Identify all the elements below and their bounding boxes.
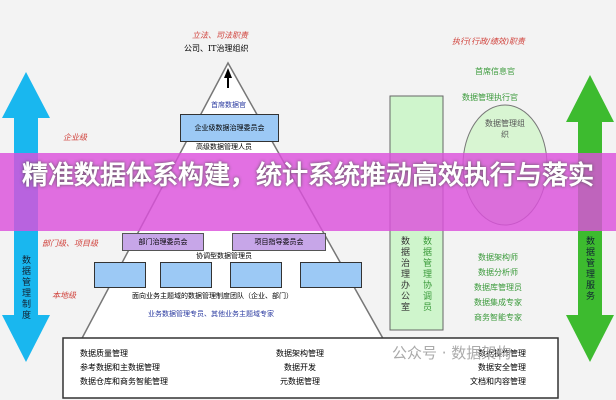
function-item: 元数据管理 [280,377,320,386]
top-left-org: 公司、IT治理组织 [184,43,249,54]
project-committee: 项目指导委员会 [232,233,326,251]
senior-label: 高级数据管理人员 [196,143,252,151]
circle-label: 数据管理组织 [485,119,525,139]
function-item: 数据开发 [284,363,316,372]
role-item: 商务智能专家 [474,313,522,322]
function-item: 数据质量管理 [80,349,128,358]
org-prefix: 公司、 [184,44,208,53]
headline-banner [0,153,616,231]
exec-label: 数据管理执行官 [462,93,518,102]
left-arrow-down [2,315,50,362]
cio-label: 首席信息官 [475,67,515,76]
role-item: 数据库管理员 [474,283,522,292]
steward-box [94,262,146,288]
function-item: 数据操作管理 [478,349,526,358]
role-item: 数据架构师 [478,253,518,262]
function-item: 参考数据和主数据管理 [80,363,160,372]
function-item: 数据架构管理 [276,349,324,358]
functions-box [62,337,559,399]
function-item: 数据仓库和商务智能管理 [80,377,168,386]
right-arrow-label: 数据管理服务 [584,236,594,302]
office-top-label: 数据治理办公室 [399,236,409,313]
org-name: IT治理组织 [208,44,249,53]
cdo-label: 首席数据官 [211,101,246,109]
right-arrow-down [566,315,614,362]
top-right-role: 执行(行政/绩效)职责 [452,37,525,46]
level-local: 本地级 [52,291,76,300]
left-arrow-label: 数据管理制度 [20,255,30,321]
team-label: 面向业务主题域的数据管理制度团队（企业、部门） [132,292,293,300]
office-bottom-label: 数据管理协调员 [421,236,431,313]
up-arrow-icon [224,68,232,88]
role-item: 数据集成专家 [474,298,522,307]
watermark: 公众号 · 数据架构 [392,344,512,362]
dept-committee: 部门治理委员会 [122,233,204,251]
headline: 精准数据体系构建，统计系统推动高效执行与落实 [21,161,594,191]
left-arrow-up [2,72,50,160]
top-left-role: 立法、司法职责 [192,31,248,40]
experts-label: 业务数据管理专员、其他业务主题域专家 [148,310,274,318]
role-item: 数据分析师 [478,268,518,277]
level-enterprise: 企业级 [63,133,87,142]
function-item: 文档和内容管理 [470,377,526,386]
steward-box [230,262,282,288]
coord-label: 协调型数据管理员 [196,252,252,260]
level-dept: 部门级、项目级 [42,239,98,248]
right-arrow-up [566,75,614,160]
function-item: 数据安全管理 [478,363,526,372]
committee-box: 企业级数据治理委员会 [180,114,279,142]
steward-box [160,262,212,288]
steward-box [300,262,362,288]
